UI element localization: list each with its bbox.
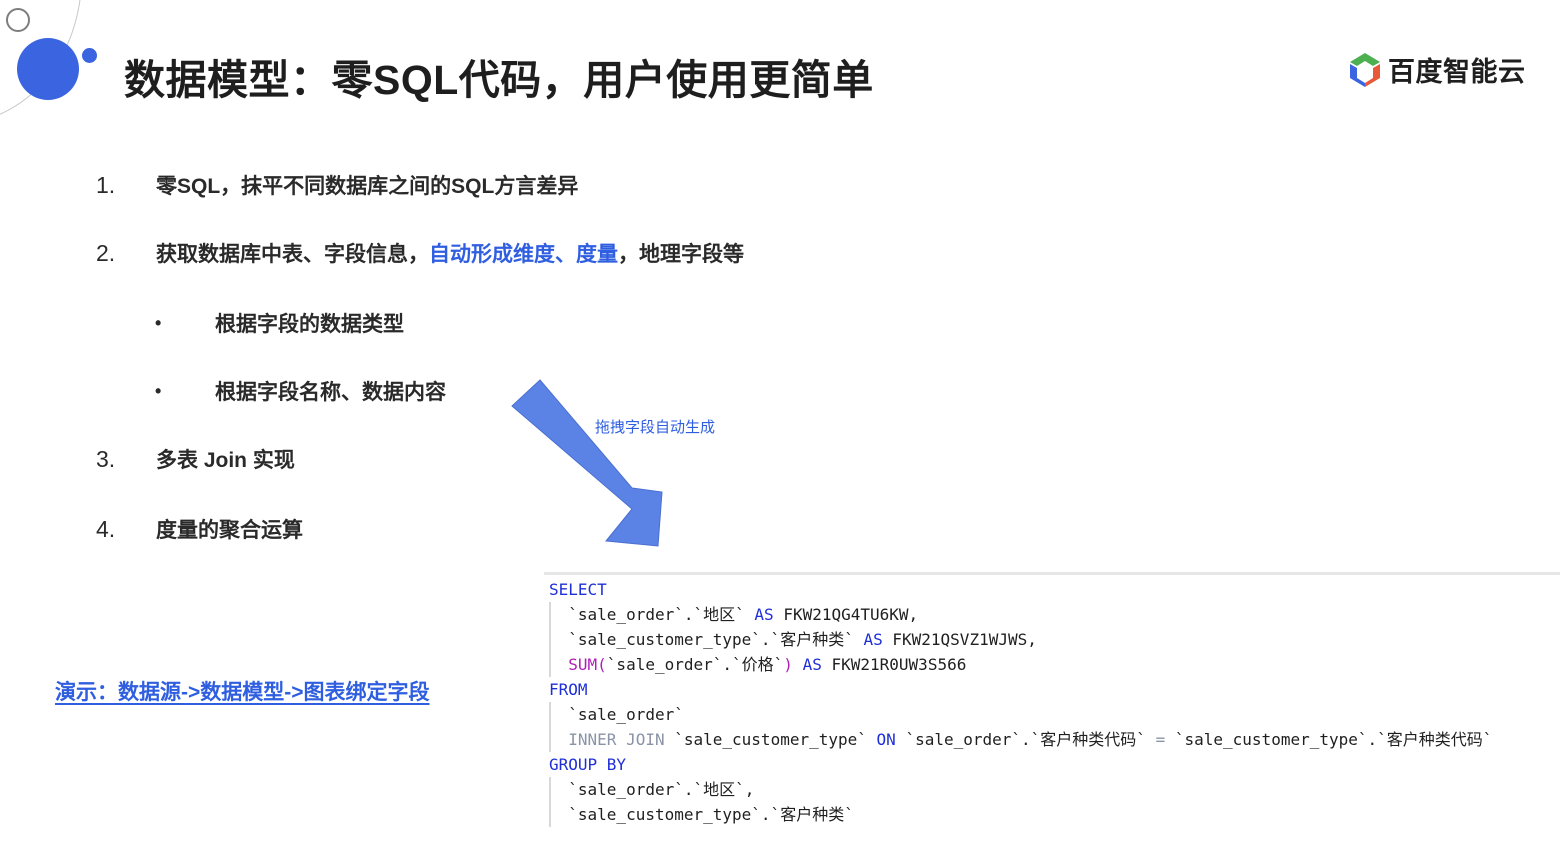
list-text: 零SQL，抹平不同数据库之间的SQL方言差异 xyxy=(156,175,579,198)
sql-line-5: `sale_order` xyxy=(568,705,684,724)
sql-line-8: `sale_order`.`地区`, xyxy=(568,780,755,799)
down-right-arrow-icon xyxy=(511,379,663,547)
logo-text: 百度智能云 xyxy=(1388,57,1526,87)
decorative-circle-small xyxy=(82,48,97,63)
list-text: ，地理字段等 xyxy=(618,243,744,266)
list-text: 度量的聚合运算 xyxy=(156,519,303,542)
sql-line-6: INNER JOIN `sale_customer_type` ON `sale… xyxy=(568,730,1493,749)
bullet-icon: • xyxy=(155,380,162,401)
cube-logo-icon xyxy=(1350,52,1380,87)
list-item-2: 2. 获取数据库中表、字段信息，自动形成维度、度量，地理字段等 xyxy=(96,238,744,268)
sub-list-item-1: • 根据字段的数据类型 xyxy=(155,308,404,338)
list-number: 2. xyxy=(96,239,116,266)
list-text: 多表 Join 实现 xyxy=(156,449,295,472)
decorative-ring xyxy=(6,8,30,32)
arrow-label: 拖拽字段自动生成 xyxy=(595,419,716,436)
sql-line-1: `sale_order`.`地区` AS FKW21QG4TU6KW, xyxy=(568,605,919,624)
sub-list-item-2: • 根据字段名称、数据内容 xyxy=(155,376,446,406)
sql-line-from: FROM xyxy=(549,680,588,699)
list-text: 获取数据库中表、字段信息， xyxy=(156,243,429,266)
bullet-icon: • xyxy=(155,312,162,333)
sql-line-group-by: GROUP BY xyxy=(549,755,627,774)
decorative-circle-large xyxy=(17,38,79,100)
list-item-1: 1. 零SQL，抹平不同数据库之间的SQL方言差异 xyxy=(96,170,578,200)
list-number: 1. xyxy=(96,171,116,198)
list-item-4: 4. 度量的聚合运算 xyxy=(96,514,303,544)
page-title: 数据模型：零SQL代码，用户使用更简单 xyxy=(124,57,874,103)
sql-code-panel: SELECT `sale_order`.`地区` AS FKW21QG4TU6K… xyxy=(544,572,1560,830)
sql-line-3: SUM(`sale_order`.`价格`) AS FKW21R0UW3S566 xyxy=(568,655,967,674)
sql-line-2: `sale_customer_type`.`客户种类` AS FKW21QSVZ… xyxy=(568,630,1037,649)
list-item-3: 3. 多表 Join 实现 xyxy=(96,444,295,474)
demo-link[interactable]: 演示：数据源->数据模型->图表绑定字段 xyxy=(55,681,430,704)
indent-guide xyxy=(549,777,551,827)
list-number: 4. xyxy=(96,515,116,542)
sql-line-select: SELECT xyxy=(549,580,607,599)
sql-line-9: `sale_customer_type`.`客户种类` xyxy=(568,805,854,824)
baidu-ai-cloud-logo: 百度智能云 xyxy=(1348,50,1526,89)
list-text-highlight: 自动形成维度、度量 xyxy=(429,243,618,266)
indent-guide xyxy=(549,702,551,752)
list-number: 3. xyxy=(96,445,116,472)
list-text: 根据字段名称、数据内容 xyxy=(215,381,446,404)
indent-guide xyxy=(549,602,551,677)
list-text: 根据字段的数据类型 xyxy=(215,313,404,336)
